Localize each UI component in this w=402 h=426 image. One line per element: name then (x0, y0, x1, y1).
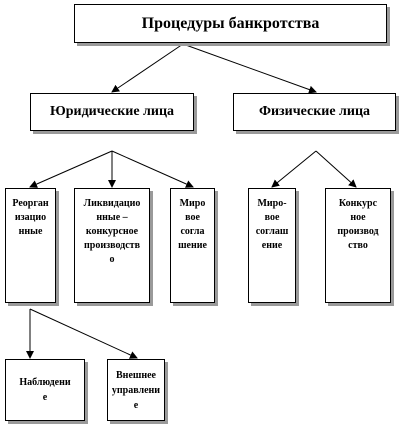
individuals-box: Физические лица (233, 93, 396, 131)
arrow-root-to-legal-entities (111, 43, 184, 93)
observation-box: Наблюдени е (5, 359, 85, 421)
arrow-individuals-to-bankruptcy (315, 150, 357, 188)
bankruptcy-proceedings-box: Конкурс ное производ ство (325, 188, 391, 303)
bankruptcy-proceedings-label: Конкурс ное производ ство (337, 198, 379, 251)
reorganization-box: Реорган изацио нные (5, 188, 56, 303)
liquidation-label: Ликвидацио нные – конкурсное производств… (83, 198, 141, 265)
legal-entities-label: Юридические лица (49, 104, 175, 119)
arrow-reorganization-to-external-management (29, 308, 138, 359)
bankruptcy-procedures-label: Процедуры банкротства (141, 14, 320, 32)
individual-settlement-box: Миро- вое соглаш ение (248, 188, 296, 303)
external-management-box: Внешнее управлени е (107, 359, 165, 421)
external-management-label: Внешнее управлени е (111, 369, 161, 411)
bankruptcy-procedures-box: Процедуры банкротства (74, 4, 387, 43)
reorganization-label: Реорган изацио нные (12, 198, 49, 237)
legal-entities-box: Юридические лица (30, 93, 194, 131)
legal-settlement-box: Миро вое согла шение (170, 188, 215, 303)
observation-label: Наблюдени е (19, 377, 71, 403)
arrow-legal-to-reorganization (29, 150, 113, 188)
individual-settlement-label: Миро- вое соглаш ение (255, 198, 289, 251)
liquidation-box: Ликвидацио нные – конкурсное производств… (74, 188, 150, 303)
legal-settlement-label: Миро вое согла шение (178, 198, 207, 251)
individuals-label: Физические лица (258, 104, 371, 119)
arrow-root-to-individuals (182, 43, 317, 94)
arrow-individuals-to-settlement (271, 150, 317, 188)
arrow-legal-to-settlement (111, 150, 194, 188)
